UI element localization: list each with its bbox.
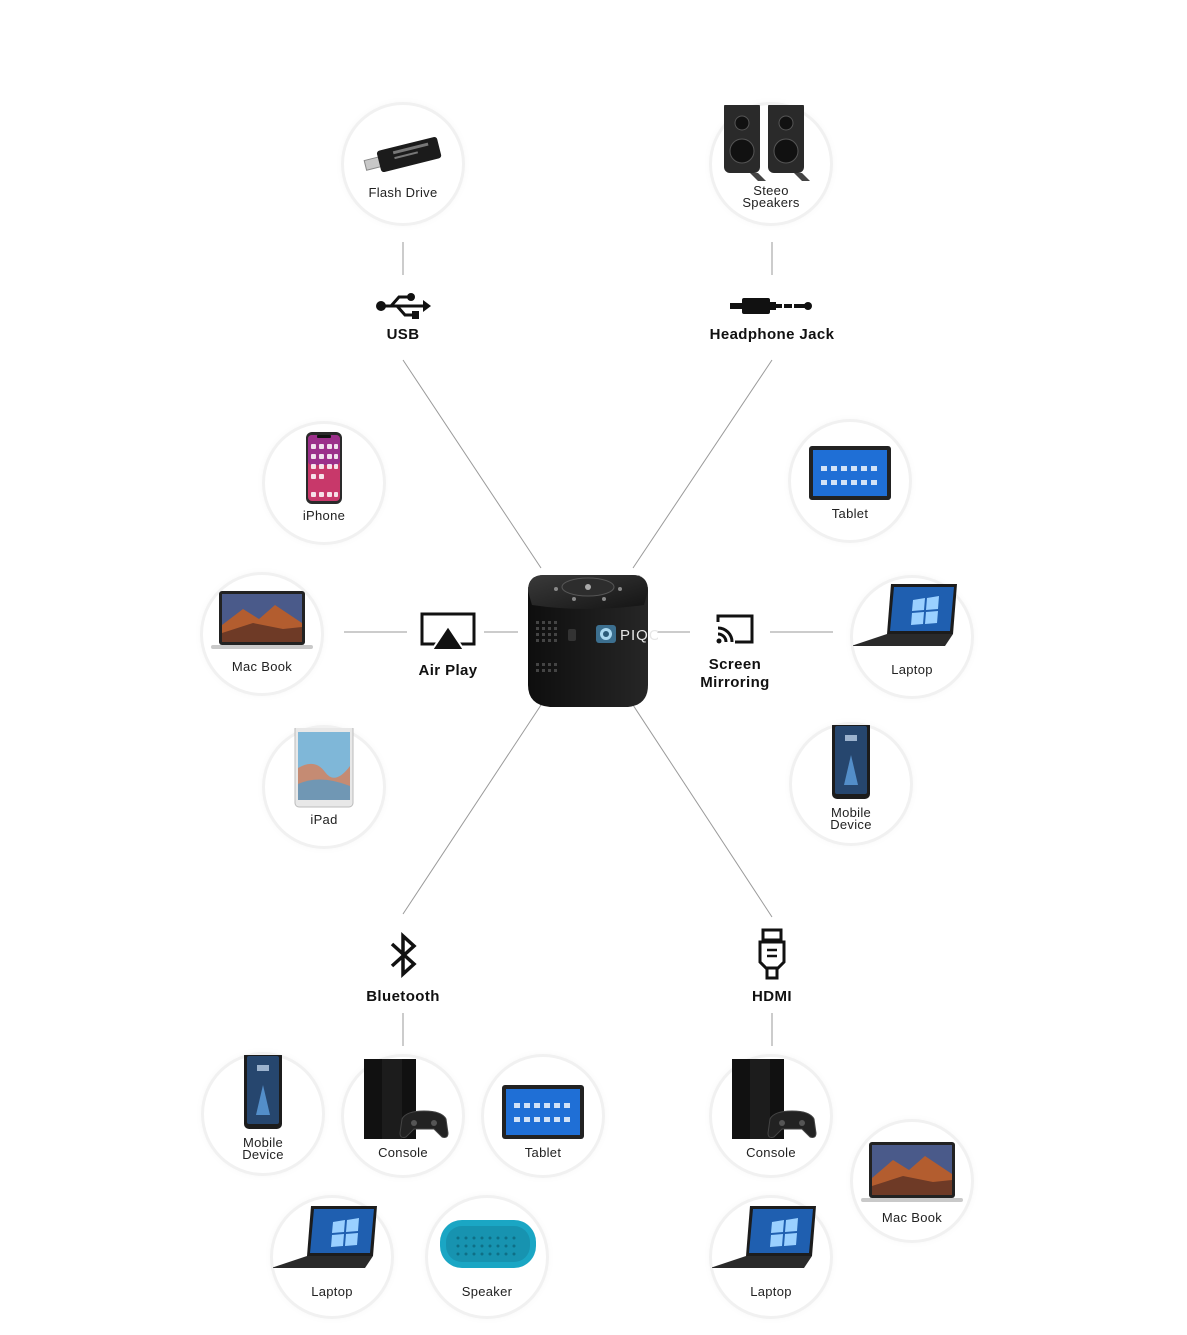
tablet-icon [502,1085,584,1139]
speaker-icon [440,1220,536,1268]
hub-label-headphone-jack: Headphone Jack [709,326,835,343]
device-label: Laptop [891,662,933,677]
screen-mirroring-icon [716,614,754,644]
device-console-bluetooth: Console [344,1057,462,1175]
device-laptop-bluetooth: Laptop [273,1198,391,1316]
hub-headphone-jack: Headphone Jack [692,292,852,344]
projector-brand-logo: PIQO [620,627,658,644]
hub-label-usb: USB [386,326,420,343]
hub-airplay: Air Play [403,612,493,680]
device-ipad: iPad [265,728,383,846]
laptop-icon [853,584,957,646]
device-laptop-mirroring: Laptop [853,578,971,696]
piqo-projector: PIQO [528,575,658,707]
device-label: Console [378,1145,428,1160]
hub-bluetooth: Bluetooth [343,932,463,1006]
macbook-icon [211,591,313,649]
device-label: Steeo Speakers [742,183,800,210]
device-label: Flash Drive [368,185,438,200]
device-console-hdmi: Console [712,1057,830,1175]
tablet-icon [809,446,891,500]
speakers-icon [724,105,810,181]
hub-label-bluetooth: Bluetooth [366,988,440,1005]
device-label: Speaker [461,1284,513,1299]
bluetooth-icon [390,932,417,978]
mobile-phone-icon [244,1055,282,1129]
headphone-jack-icon [730,298,812,314]
airplay-icon [420,612,476,651]
device-label: Console [746,1145,796,1160]
device-tablet-mirroring: Tablet [791,422,909,540]
device-mobile-mirroring: Mobile Device [792,725,910,843]
device-label: Tablet [524,1145,562,1160]
game-console-icon [732,1059,817,1139]
line-hub-to-bluetooth [402,704,542,915]
device-label: iPad [310,812,338,827]
ipad-icon [294,728,354,808]
line-usb-to-hub [402,359,542,569]
laptop-icon [273,1206,377,1268]
device-macbook-hdmi: Mac Book [853,1122,971,1240]
flash-drive-icon [363,136,442,173]
hub-screen-mirroring: Screen Mirroring [682,612,788,692]
device-label: Tablet [831,506,869,521]
mobile-phone-icon [832,725,870,799]
macbook-icon [861,1142,963,1202]
device-tablet-bluetooth: Tablet [484,1057,602,1175]
device-label: Mac Book [881,1210,943,1225]
device-macbook-airplay: Mac Book [203,575,321,693]
laptop-icon [712,1206,816,1268]
device-bluetooth-speaker: Speaker [428,1198,546,1316]
hub-label-hdmi: HDMI [752,988,792,1005]
game-console-icon [364,1059,449,1139]
device-label: Laptop [750,1284,792,1299]
hub-hdmi: HDMI [732,928,812,1006]
usb-icon [376,293,431,319]
device-mobile-bluetooth: Mobile Device [204,1055,322,1173]
hub-label-airplay: Air Play [418,662,478,679]
device-label: Mac Book [231,659,293,674]
device-flash-drive: Flash Drive [344,105,462,223]
line-jack-to-hub [632,359,773,569]
device-label: Mobile Device [242,1135,284,1162]
device-label: Laptop [311,1284,353,1299]
iphone-icon [306,432,342,504]
device-stereo-speakers: Steeo Speakers [712,105,830,223]
device-label: iPhone [302,508,346,523]
device-label: Mobile Device [830,805,872,832]
device-iphone: iPhone [265,424,383,542]
device-laptop-hdmi: Laptop [712,1198,830,1316]
hdmi-icon [758,928,786,980]
line-hub-to-hdmi [632,704,773,918]
hub-usb: USB [343,292,463,344]
hub-label-screen-mirroring: Screen Mirroring [700,656,770,691]
